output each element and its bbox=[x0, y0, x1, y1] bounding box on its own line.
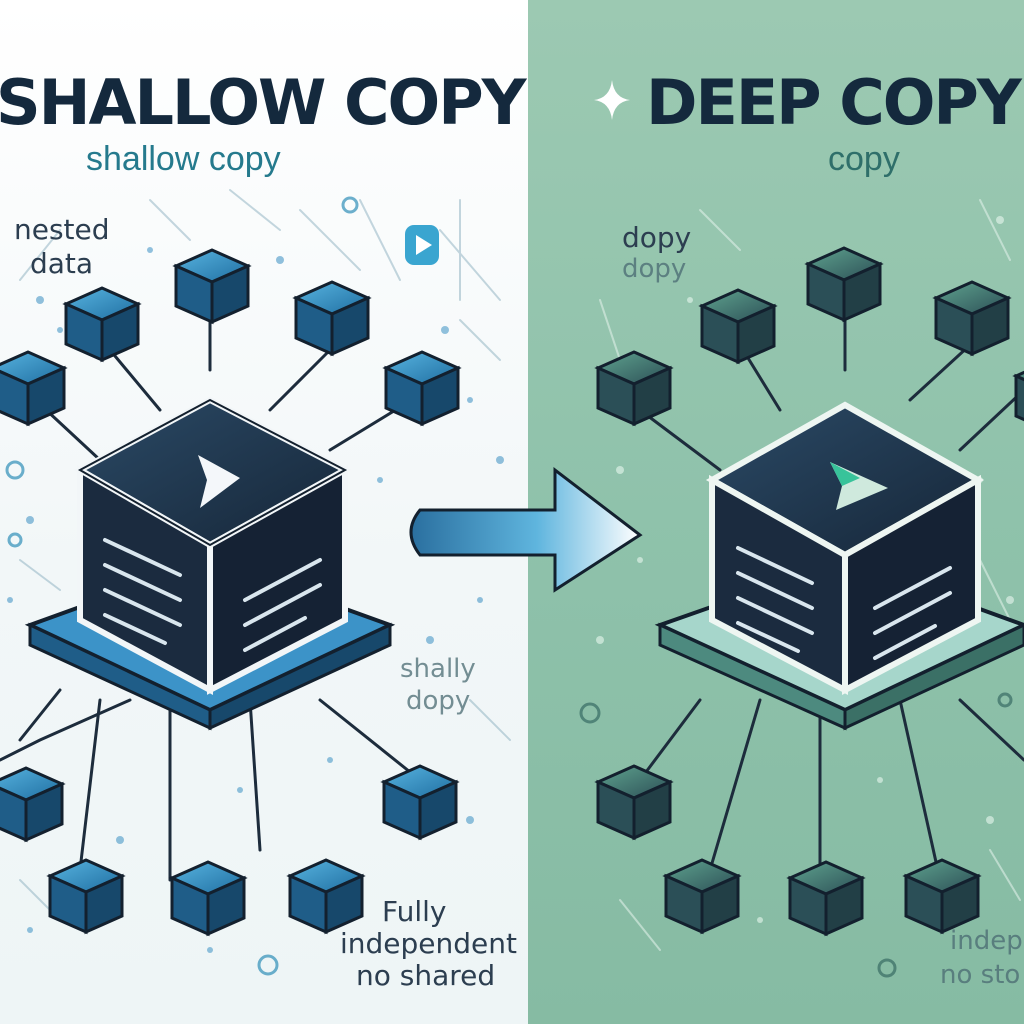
nested-data-label: nested bbox=[14, 216, 110, 244]
deep-copy-subtitle: copy bbox=[828, 142, 900, 176]
shallow-copy-title: SHALLOW COPY bbox=[0, 72, 525, 134]
shallow-copy-subtitle: shallow copy bbox=[86, 142, 281, 176]
fully-label: Fully bbox=[382, 898, 446, 926]
nested-data-label-line-2: data bbox=[30, 250, 93, 278]
no-shared-label: no shared bbox=[356, 962, 495, 990]
shally-label: shally bbox=[400, 656, 476, 682]
dopy-label: dopy bbox=[406, 688, 470, 714]
no-sto-label: no sto bbox=[940, 962, 1020, 988]
dopy-label-right-line-2: dopy bbox=[622, 256, 686, 282]
independent-label: independent bbox=[340, 930, 517, 958]
indep-label: indep bbox=[950, 928, 1023, 954]
dopy-label-right: dopy bbox=[622, 224, 691, 252]
deep-copy-title: DEEP COPY bbox=[646, 72, 1020, 134]
